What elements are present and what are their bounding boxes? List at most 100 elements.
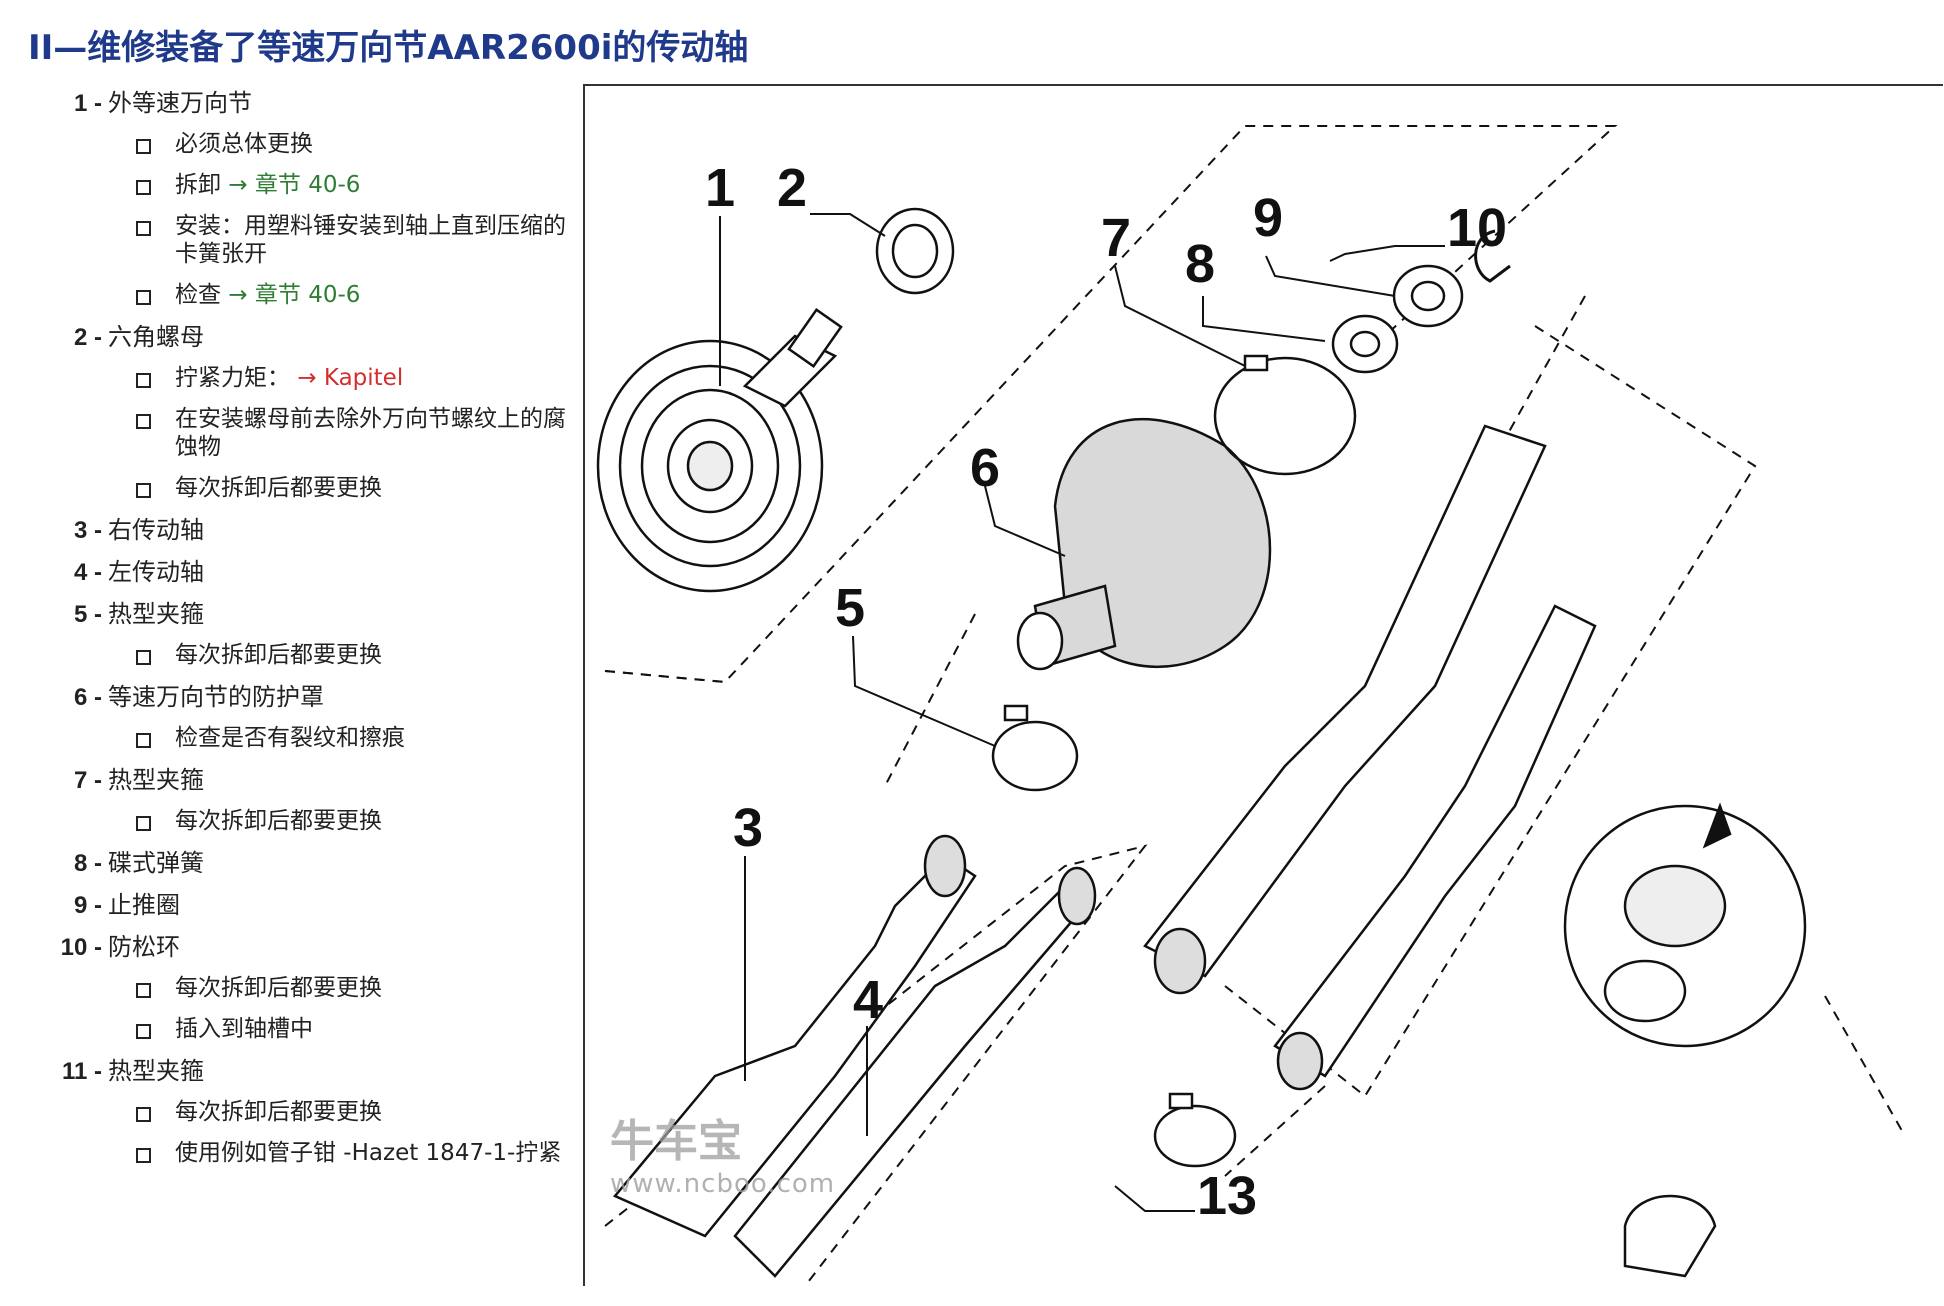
callout-6: 6 (970, 438, 1000, 498)
sub-item: 检查 → 章节 40-6 (106, 275, 580, 316)
circlip (1474, 229, 1511, 283)
list-item: 3 -右传动轴 (30, 509, 580, 551)
checkbox-bullet-icon (136, 139, 151, 154)
item-label: 六角螺母 (108, 323, 204, 351)
item-number: 5 - (73, 601, 102, 628)
checkbox-bullet-icon (136, 983, 151, 998)
sub-item-text-part: 每次拆卸后都要更换 (175, 475, 382, 501)
item-heading: 7 -热型夹箍 (30, 759, 580, 801)
sub-item: 插入到轴槽中 (106, 1009, 580, 1050)
long-shaft-b (1273, 604, 1597, 1091)
checkbox-bullet-icon (136, 180, 151, 195)
checkbox-bullet-icon (136, 1148, 151, 1163)
item-number: 7 - (73, 767, 102, 794)
sub-item-text-part: 每次拆卸后都要更换 (175, 808, 382, 834)
callout-7: 7 (1101, 208, 1131, 268)
item-number: 9 - (73, 892, 102, 919)
detail-inset (1563, 802, 1807, 1278)
callout-3: 3 (733, 798, 763, 858)
shaft-right-3 (612, 834, 977, 1238)
list-item: 9 -止推圈 (30, 884, 580, 926)
sub-item-text-part: 安装：用塑料锤安装到轴上直到压缩的卡簧张开 (175, 213, 566, 267)
sub-item-text-part: 拧紧力矩： (175, 365, 298, 391)
sub-item-text-part: 每次拆卸后都要更换 (175, 1099, 382, 1125)
group-outline-detail (1824, 995, 1906, 1137)
sub-item-text: 拧紧力矩： → Kapitel (175, 364, 580, 392)
item-heading: 11 -热型夹箍 (30, 1050, 580, 1092)
callout-10: 10 (1447, 198, 1507, 258)
list-item: 4 -左传动轴 (30, 551, 580, 593)
sub-item: 每次拆卸后都要更换 (106, 1092, 580, 1133)
sub-item-text-part: 检查是否有裂纹和擦痕 (175, 725, 405, 751)
item-label: 左传动轴 (108, 558, 204, 586)
item-heading: 5 -热型夹箍 (30, 593, 580, 635)
clamp-5 (991, 704, 1079, 792)
disc-spring (1331, 314, 1399, 374)
sub-item-text-part: 插入到轴槽中 (175, 1016, 313, 1042)
checkbox-bullet-icon (136, 290, 151, 305)
item-heading: 9 -止推圈 (30, 884, 580, 926)
item-heading: 1 -外等速万向节 (30, 82, 580, 124)
item-heading: 4 -左传动轴 (30, 551, 580, 593)
chapter-link[interactable]: → 章节 40-6 (228, 282, 361, 308)
sub-item-text: 每次拆卸后都要更换 (175, 807, 580, 835)
sub-item-text-part: 拆卸 (175, 172, 229, 198)
item-number: 8 - (73, 850, 102, 877)
checkbox-bullet-icon (136, 733, 151, 748)
sub-item: 在安装螺母前去除外万向节螺纹上的腐蚀物 (106, 399, 580, 468)
page-title: II—维修装备了等速万向节AAR2600i的传动轴 (28, 28, 749, 68)
clamp-7 (1213, 354, 1357, 476)
sub-item-text-part: 每次拆卸后都要更换 (175, 642, 382, 668)
sub-item-text: 在安装螺母前去除外万向节螺纹上的腐蚀物 (175, 405, 580, 461)
sub-item-text: 每次拆卸后都要更换 (175, 641, 580, 669)
sub-item-text: 使用例如管子钳 -Hazet 1847-1-拧紧 (175, 1139, 580, 1167)
sub-item-text: 每次拆卸后都要更换 (175, 1098, 580, 1126)
item-number: 6 - (73, 684, 102, 711)
list-item: 11 -热型夹箍每次拆卸后都要更换使用例如管子钳 -Hazet 1847-1-拧… (30, 1050, 580, 1174)
item-heading: 10 -防松环 (30, 926, 580, 968)
sub-item-text-part: 在安装螺母前去除外万向节螺纹上的腐蚀物 (175, 406, 566, 460)
list-item: 8 -碟式弹簧 (30, 842, 580, 884)
chapter-link[interactable]: → 章节 40-6 (228, 172, 361, 198)
sub-item-text: 检查是否有裂纹和擦痕 (175, 724, 580, 752)
item-label: 止推圈 (108, 891, 180, 919)
leader-lines (719, 213, 1445, 1212)
item-label: 外等速万向节 (108, 89, 252, 117)
item-number: 1 - (73, 90, 102, 117)
item-label: 热型夹箍 (108, 766, 204, 794)
item-label: 热型夹箍 (108, 600, 204, 628)
sub-item-text: 拆卸 → 章节 40-6 (175, 171, 580, 199)
sub-item-text: 插入到轴槽中 (175, 1015, 580, 1043)
cv-boot (1016, 417, 1272, 671)
sub-item: 使用例如管子钳 -Hazet 1847-1-拧紧 (106, 1133, 580, 1174)
checkbox-bullet-icon (136, 816, 151, 831)
callout-2: 2 (777, 158, 807, 218)
clamp-13 (1153, 1092, 1237, 1168)
item-heading: 2 -六角螺母 (30, 316, 580, 358)
axis-line-1 (884, 613, 976, 787)
sub-item-text-part: 使用例如管子钳 -Hazet 1847-1-拧紧 (175, 1140, 562, 1166)
list-item: 6 -等速万向节的防护罩检查是否有裂纹和擦痕 (30, 676, 580, 759)
list-item: 7 -热型夹箍每次拆卸后都要更换 (30, 759, 580, 842)
sub-item-text: 每次拆卸后都要更换 (175, 474, 580, 502)
list-item: 2 -六角螺母拧紧力矩： → Kapitel 在安装螺母前去除外万向节螺纹上的腐蚀… (30, 316, 580, 509)
checkbox-bullet-icon (136, 483, 151, 498)
item-number: 4 - (73, 559, 102, 586)
group-outline-shafts (1224, 325, 1757, 1098)
item-heading: 3 -右传动轴 (30, 509, 580, 551)
sub-item: 检查是否有裂纹和擦痕 (106, 718, 580, 759)
item-number: 10 - (60, 934, 102, 961)
item-number: 3 - (73, 517, 102, 544)
sub-item: 拧紧力矩： → Kapitel (106, 358, 580, 399)
item-label: 防松环 (108, 933, 180, 961)
long-shaft-a (1143, 424, 1547, 995)
sub-item: 必须总体更换 (106, 124, 580, 165)
sub-item-text: 检查 → 章节 40-6 (175, 281, 580, 309)
thrust-ring (1392, 264, 1464, 328)
kapitel-link[interactable]: → Kapitel (297, 365, 404, 391)
callout-9: 9 (1253, 188, 1283, 248)
